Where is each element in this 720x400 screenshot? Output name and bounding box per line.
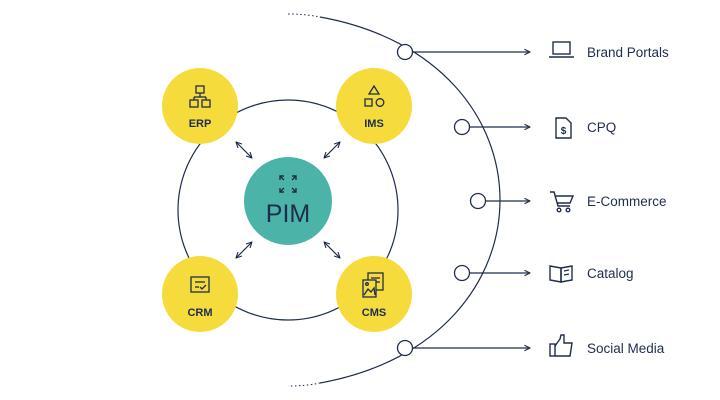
connector-catalog [453,264,531,282]
source-label-erp: ERP [189,118,212,130]
channel-label-catalog: Catalog [587,266,634,281]
source-node-cms: CMS [336,256,412,332]
source-node-erp: ERP [162,68,238,144]
source-node-crm: CRM [162,256,238,332]
source-label-crm: CRM [187,307,212,319]
svg-text:$: $ [561,126,567,137]
laptop-icon [549,41,574,58]
image-documents-icon [362,272,384,298]
channel-connectors [396,43,531,357]
source-label-cms: CMS [362,307,386,319]
arrow-erp-pim [236,142,252,158]
connector-e-commerce [469,192,531,210]
source-label-ims: IMS [364,118,384,130]
sync-arrows [236,142,340,258]
shopping-cart-icon [550,191,575,213]
pim-hub: PIM [244,157,332,245]
checklist-icon [190,276,210,293]
thumbs-up-icon [549,334,573,357]
channel-label-social-media: Social Media [587,341,665,356]
pim-label: PIM [266,200,310,228]
shapes-icon [364,84,385,107]
dollar-document-icon: $ [555,117,572,139]
connector-social-media [396,339,531,357]
arrow-crm-pim [236,242,252,258]
connector-cpq [453,118,531,136]
source-node-ims: IMS [336,68,412,144]
org-chart-icon [189,85,211,108]
inner-ring [177,99,399,321]
arrow-ims-pim [324,142,340,158]
connector-brand-portals [396,43,531,61]
arrow-cms-pim [324,242,340,258]
channel-label-brand-portals: Brand Portals [587,45,669,60]
open-book-icon [549,265,573,283]
channel-label-cpq: CPQ [587,120,616,135]
channel-label-e-commerce: E-Commerce [587,194,667,209]
expand-arrows-icon [279,175,297,193]
